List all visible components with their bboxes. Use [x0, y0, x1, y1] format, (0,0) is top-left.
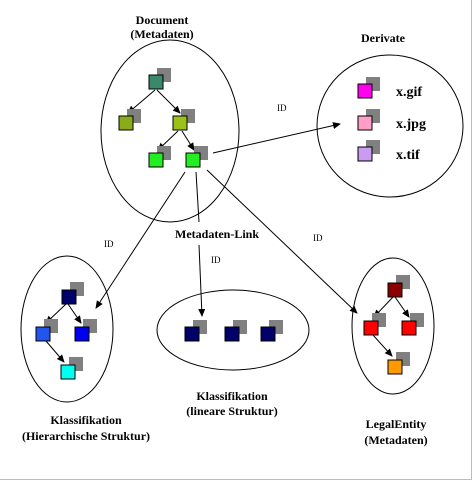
id-label-klass-lin: ID [211, 255, 221, 265]
klass-hier-node-root [61, 282, 84, 305]
link-to-klass-lin [198, 244, 206, 317]
derivate-title: Derivate [361, 31, 406, 45]
klass-hier-node-left [35, 319, 58, 342]
derivate-node-gif [357, 77, 380, 99]
document-node-leaf-2 [185, 146, 208, 168]
klass-lin-nodes [184, 320, 283, 342]
legal-node-root [387, 275, 410, 298]
klass-hier-node-leaf [60, 357, 83, 380]
derivate-nodes [357, 77, 380, 162]
klass-hier-node-right [74, 319, 97, 342]
id-label-legal: ID [313, 233, 323, 243]
link-to-klass-hier [95, 171, 186, 309]
document-node-right [172, 109, 195, 131]
document-node-leaf-1 [148, 146, 171, 168]
klass-lin-node-1 [184, 320, 207, 342]
id-links [95, 122, 358, 317]
document-nodes [118, 68, 208, 168]
derivate-node-tif [357, 140, 380, 162]
derivate-ellipse [316, 54, 464, 198]
legal-nodes [363, 275, 424, 375]
klass-lin-ellipse [156, 289, 310, 371]
derivate-file-gif: x.gif [396, 85, 422, 100]
document-node-left [118, 109, 141, 131]
klass-lin-node-3 [260, 320, 283, 342]
legal-ellipse [351, 257, 435, 395]
document-title-line1: Document [136, 13, 189, 27]
klass-lin-title-line2: (lineare Struktur) [186, 404, 277, 418]
document-node-root [148, 68, 171, 90]
klass-hier-ellipse [20, 255, 114, 403]
id-label-derivate: ID [277, 103, 287, 113]
metadaten-link-label: Metadaten-Link [175, 227, 259, 241]
derivate-file-jpg: x.jpg [396, 117, 426, 132]
klass-lin-node-2 [224, 320, 247, 342]
legal-node-right [401, 313, 424, 336]
legal-title-line1: LegalEntity [366, 417, 427, 431]
legal-title-line2: (Metadaten) [364, 433, 427, 447]
legal-node-leaf [387, 352, 410, 375]
klass-hier-title-line1: Klassifikation [50, 413, 122, 427]
klass-hier-nodes [35, 282, 97, 380]
klass-lin-title-line1: Klassifikation [196, 389, 268, 403]
link-to-legal [206, 169, 358, 314]
derivate-file-tif: x.tif [396, 148, 420, 163]
document-title-line2: (Metadaten) [130, 27, 193, 41]
klass-hier-title-line2: (Hierarchische Struktur) [22, 429, 150, 443]
id-label-klass-hier: ID [104, 239, 114, 249]
legal-node-left [363, 313, 386, 336]
link-to-metadaten-label [195, 171, 200, 223]
link-to-derivate [212, 122, 341, 154]
derivate-node-jpg [357, 109, 380, 131]
document-ellipse [100, 39, 240, 223]
